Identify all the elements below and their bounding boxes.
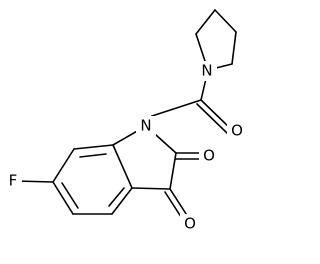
bond [131, 187, 171, 190]
bond [111, 187, 133, 215]
oxygen-atom-label: O [231, 122, 243, 140]
fluorine-atom-label: F [9, 172, 18, 190]
atom-label-bg [227, 121, 247, 141]
bond [196, 103, 229, 135]
bond [214, 9, 237, 33]
bond [195, 9, 216, 35]
bond [15, 180, 54, 183]
atom-label-bg [197, 61, 217, 81]
bond [231, 31, 237, 65]
oxygen-atom-label: O [203, 147, 215, 165]
bond [73, 144, 114, 150]
bond [169, 152, 177, 190]
bond [52, 181, 74, 215]
nitrogen-atom-label: N [140, 117, 151, 135]
bond [61, 182, 79, 209]
nitrogen-atom-label: N [201, 62, 212, 80]
bond [112, 144, 133, 189]
bond [108, 187, 125, 207]
atom-label-bg [136, 116, 156, 136]
molecule-structure: N O N F O O [4, 9, 247, 234]
bond [151, 99, 202, 117]
oxygen-atom-label: O [184, 215, 196, 233]
bond [79, 153, 107, 158]
atom-label-bg [4, 171, 22, 191]
bond [52, 148, 75, 183]
atom-label-bg [199, 146, 219, 166]
bond [200, 99, 233, 131]
atom-label-bg [180, 214, 200, 234]
